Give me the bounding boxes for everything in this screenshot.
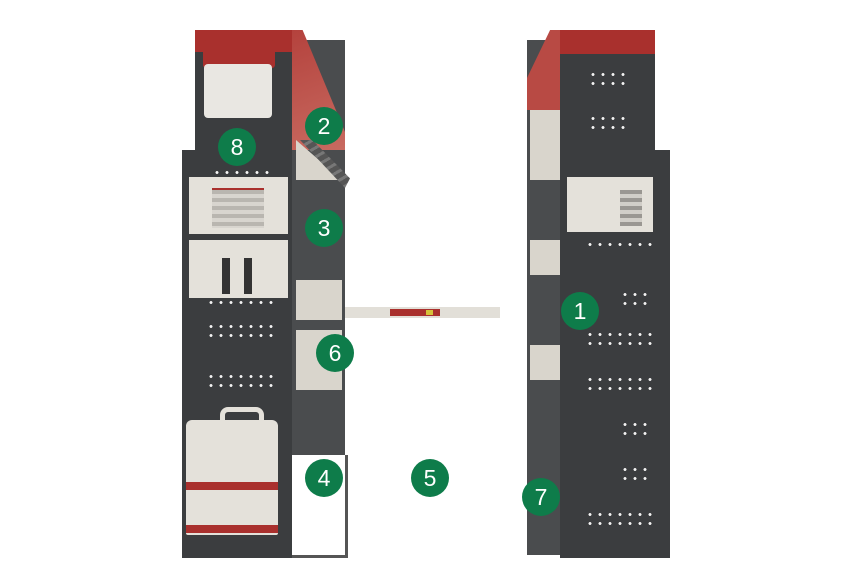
left-shelf — [296, 280, 342, 320]
canister-strap — [186, 525, 278, 533]
tool-holder — [222, 258, 230, 294]
perforation-grid — [206, 322, 276, 340]
left-unit-frame-leg — [292, 455, 348, 558]
canister-strap — [186, 482, 278, 490]
perforation-row — [585, 240, 655, 249]
perforation-grid — [620, 290, 650, 308]
perforation-row — [212, 168, 272, 177]
callout-badge-8[interactable]: 8 — [218, 128, 256, 166]
drawer-unit — [620, 190, 642, 226]
callout-badge-2[interactable]: 2 — [305, 107, 343, 145]
cross-bar-level — [426, 310, 433, 315]
callout-badge-1[interactable]: 1 — [561, 292, 599, 330]
perforation-grid — [206, 372, 276, 390]
right-unit-red-top — [560, 30, 655, 54]
right-shelf — [530, 240, 560, 275]
perforation-row — [206, 298, 276, 307]
canister-handle — [220, 407, 264, 423]
callout-badge-4[interactable]: 4 — [305, 459, 343, 497]
canister — [186, 420, 278, 535]
perforation-grid — [585, 375, 655, 393]
perforation-grid — [620, 465, 650, 483]
paper-roll-holder — [203, 40, 275, 68]
right-shelf — [530, 345, 560, 380]
perforation-grid — [620, 420, 650, 438]
callout-badge-3[interactable]: 3 — [305, 209, 343, 247]
drawer-unit — [212, 188, 264, 228]
perforation-grid — [585, 330, 655, 348]
right-shelf — [530, 110, 560, 180]
perforation-grid — [585, 510, 655, 528]
perforation-grid — [588, 114, 628, 132]
cross-bar-clamp — [390, 309, 440, 316]
callout-badge-6[interactable]: 6 — [316, 334, 354, 372]
tool-panel — [189, 240, 288, 298]
paper-roll — [204, 64, 272, 118]
perforation-grid — [588, 70, 628, 88]
callout-badge-5[interactable]: 5 — [411, 459, 449, 497]
tool-holder — [244, 258, 252, 294]
callout-badge-7[interactable]: 7 — [522, 478, 560, 516]
